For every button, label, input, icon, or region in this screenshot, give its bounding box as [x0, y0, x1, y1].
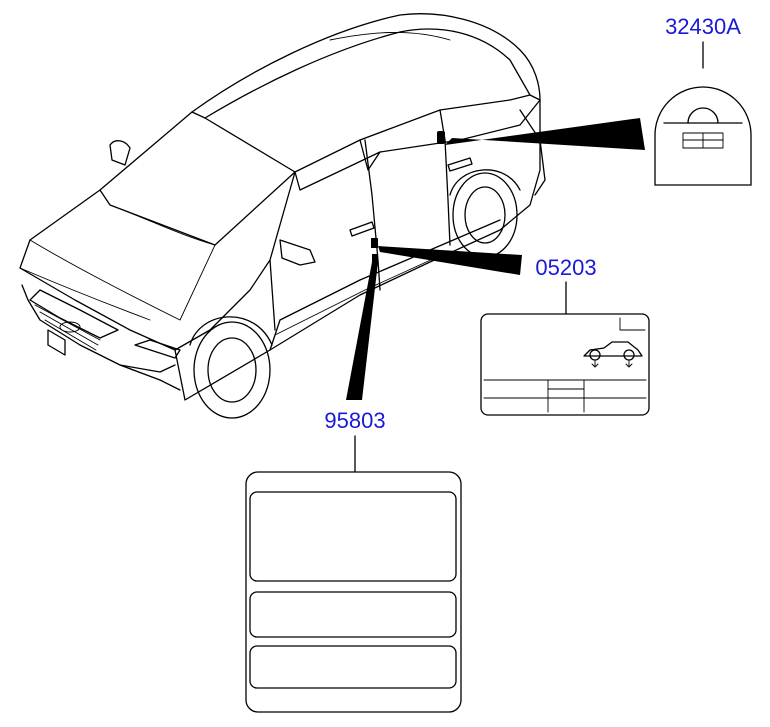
part-number-95803[interactable]: 95803	[324, 408, 385, 433]
leader-95803	[346, 262, 378, 400]
decal-marker-05203	[371, 238, 378, 248]
part-number-32430a[interactable]: 32430A	[665, 14, 741, 39]
part-95803: 95803	[245, 254, 462, 713]
vehicle-pictogram-icon	[583, 341, 643, 357]
part-number-05203[interactable]: 05203	[535, 255, 596, 280]
decal-marker-95803	[372, 254, 378, 264]
part-05203: 05203	[371, 238, 650, 416]
leader-05203	[378, 246, 522, 275]
leader-32430a	[445, 118, 645, 150]
decal-marker-32430a	[437, 131, 445, 144]
car-illustration	[19, 13, 546, 419]
tire-info-label-05203	[480, 313, 650, 416]
part-32430a: 32430A	[437, 14, 752, 186]
